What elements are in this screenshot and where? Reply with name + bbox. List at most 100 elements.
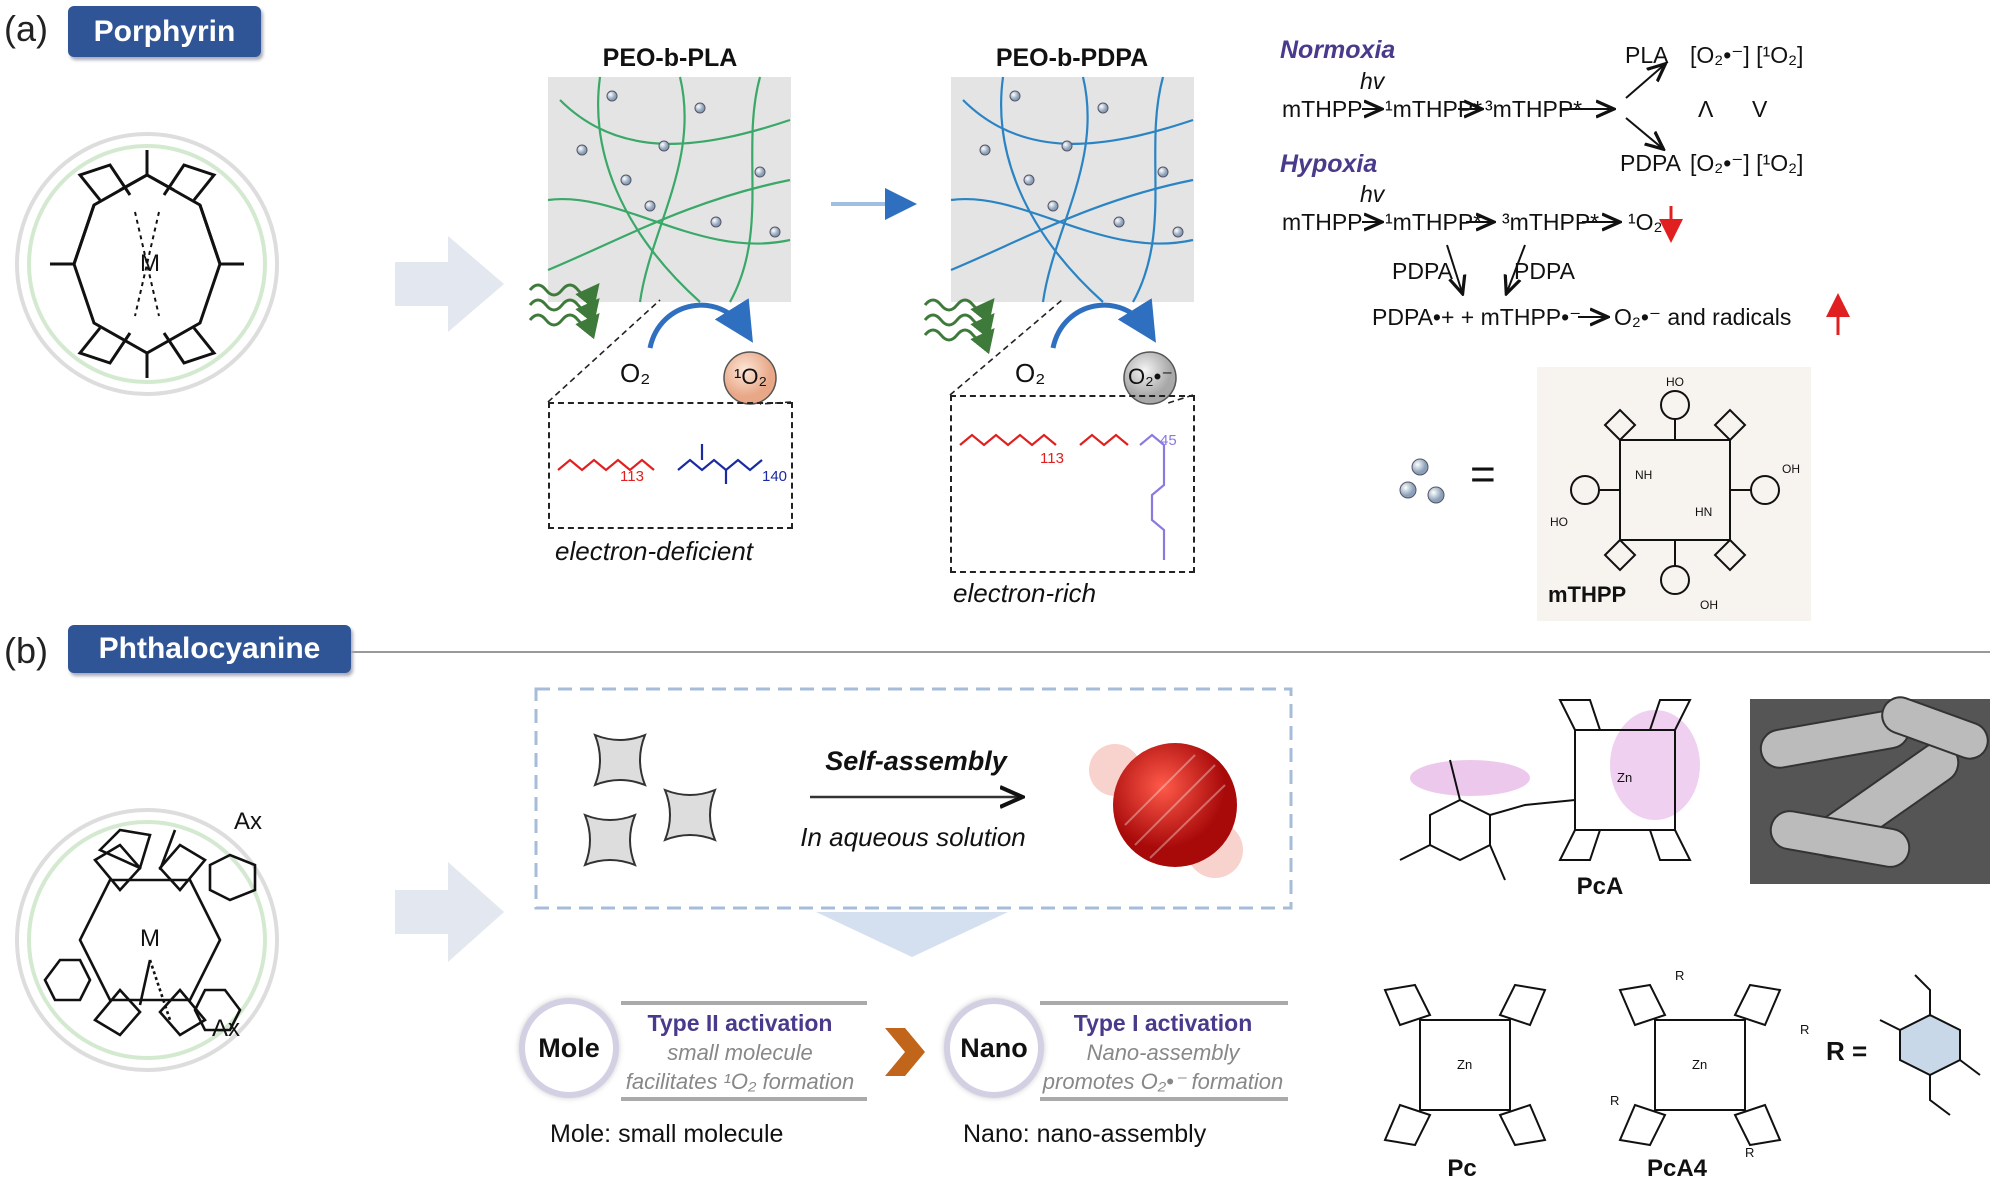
panel-a-label: (a) bbox=[4, 8, 48, 49]
self-assembly-label: Self-assembly bbox=[825, 746, 1007, 776]
pca-structure bbox=[1399, 699, 1700, 881]
pdpa-left-label: PDPA bbox=[1392, 258, 1453, 284]
superoxide-label: O₂•⁻ bbox=[1128, 364, 1173, 389]
o2-label-1: O₂ bbox=[620, 358, 651, 388]
superoxide-sphere bbox=[1123, 351, 1177, 405]
nano-legend: Nano: nano-assembly bbox=[963, 1120, 1207, 1148]
porphyrin-circle bbox=[15, 132, 279, 396]
hypoxia-mthpp: mTHPP bbox=[1282, 209, 1363, 235]
nano-top-rule bbox=[1040, 1001, 1288, 1005]
legend-equals: = bbox=[1470, 450, 1496, 499]
normoxia-singlet: ¹mTHPP* bbox=[1385, 96, 1483, 122]
pdpa-n1: 113 bbox=[1040, 450, 1064, 467]
pca4-r-top: R bbox=[1675, 968, 1685, 983]
pdpa-title: PEO-b-PDPA bbox=[995, 44, 1149, 72]
r-equals: R = bbox=[1826, 1036, 1868, 1066]
pca4-r-right: R bbox=[1800, 1022, 1810, 1037]
radicals-label: O₂•⁻ and radicals bbox=[1614, 304, 1792, 330]
pdpa-branch: PDPA bbox=[1620, 150, 1681, 176]
hypoxia-label: Hypoxia bbox=[1280, 150, 1378, 178]
normoxia-label: Normoxia bbox=[1280, 36, 1396, 64]
pca4-r-bottom: R bbox=[1745, 1145, 1755, 1160]
pdpa-right-label: PDPA bbox=[1514, 258, 1575, 284]
less-than: V bbox=[1752, 96, 1768, 122]
porphyrin-structure bbox=[50, 150, 244, 378]
hypoxia-singlet-oxygen: ¹O₂ bbox=[1628, 209, 1663, 235]
pdpa-structure-box bbox=[950, 395, 1195, 573]
mole-circle: Mole bbox=[519, 998, 619, 1098]
phthalocyanine-badge: Phthalocyanine bbox=[68, 625, 351, 673]
pc-label: Pc bbox=[1447, 1155, 1477, 1182]
hypoxia-hv: hv bbox=[1360, 181, 1385, 207]
pca-label: PcA bbox=[1576, 873, 1624, 900]
mthpp-dots bbox=[576, 90, 1184, 238]
pdpa-network bbox=[950, 76, 1194, 303]
o2-label-2: O₂ bbox=[1015, 358, 1046, 388]
chevron-icon bbox=[885, 1028, 925, 1076]
axial-top: Ax bbox=[234, 808, 263, 835]
hypoxia-singlet: ¹mTHPP* bbox=[1385, 209, 1483, 235]
pla-caption: electron-deficient bbox=[555, 536, 753, 566]
pla-title: PEO-b-PLA bbox=[602, 44, 738, 72]
atom-ho-top: HO bbox=[1666, 375, 1684, 389]
phthalocyanine-circle bbox=[15, 808, 279, 1072]
porphyrin-metal: M bbox=[140, 250, 160, 277]
mole-line2: facilitates ¹O₂ formation bbox=[625, 1069, 855, 1094]
type-i-activation: Type I activation bbox=[1073, 1010, 1253, 1036]
phthalocyanine-structure bbox=[43, 828, 257, 1037]
pla-formula bbox=[557, 444, 763, 484]
pdpa-ros: [O₂•⁻] [¹O₂] bbox=[1690, 150, 1804, 176]
nano-assembly-sphere bbox=[1113, 743, 1237, 867]
pca4-zn: Zn bbox=[1692, 1057, 1708, 1072]
mole-line1: small molecule bbox=[667, 1040, 813, 1065]
atom-hn: HN bbox=[1695, 505, 1713, 519]
nano-bottom-rule bbox=[1040, 1097, 1288, 1101]
pla-n2: 140 bbox=[762, 468, 788, 485]
panel-b-label: (b) bbox=[4, 630, 48, 671]
big-arrow-b bbox=[395, 862, 504, 962]
pla-ros: [O₂•⁻] [¹O₂] bbox=[1690, 42, 1804, 68]
pdpa-caption: electron-rich bbox=[953, 578, 1097, 608]
radical-pair: PDPA•+ + mTHPP•⁻ bbox=[1372, 304, 1582, 330]
mole-legend: Mole: small molecule bbox=[550, 1120, 784, 1148]
normoxia-triplet: ³mTHPP* bbox=[1485, 96, 1583, 122]
atom-oh-bottom: OH bbox=[1700, 598, 1718, 612]
atom-oh-right: OH bbox=[1782, 462, 1800, 476]
pdpa-formula bbox=[959, 433, 1166, 560]
pca4-label: PcA4 bbox=[1646, 1155, 1708, 1182]
normoxia-hv: hv bbox=[1360, 68, 1385, 94]
pc-structure bbox=[1383, 983, 1547, 1147]
pca4-structure bbox=[1618, 983, 1782, 1147]
pla-structure-box bbox=[548, 402, 793, 529]
singlet-oxygen-label: ¹O₂ bbox=[734, 364, 767, 389]
atom-nh: NH bbox=[1635, 468, 1653, 482]
greater-than: Λ bbox=[1698, 96, 1714, 122]
hypoxia-triplet: ³mTHPP* bbox=[1502, 209, 1600, 235]
pca-zn: Zn bbox=[1617, 770, 1633, 785]
mole-top-rule bbox=[621, 1001, 867, 1005]
mthpp-structure-label: mTHPP bbox=[1548, 582, 1627, 607]
r-group-structure bbox=[1879, 974, 1981, 1116]
legend-dots bbox=[1399, 458, 1445, 504]
nano-line2: promotes O₂•⁻ formation bbox=[1042, 1069, 1284, 1094]
pdpa-n2: 45 bbox=[1160, 432, 1177, 449]
pca4-r-left: R bbox=[1610, 1093, 1620, 1108]
axial-bottom: Ax bbox=[212, 1015, 241, 1042]
type-ii-activation: Type II activation bbox=[647, 1010, 833, 1036]
light-wave-icons bbox=[528, 282, 995, 355]
pla-branch: PLA bbox=[1625, 42, 1669, 68]
mthpp-structure bbox=[1570, 390, 1780, 595]
pc-molecule-shapes bbox=[583, 733, 717, 867]
pc-metal: M bbox=[140, 925, 160, 952]
atom-ho-left: HO bbox=[1550, 515, 1568, 529]
pc-zn: Zn bbox=[1457, 1057, 1473, 1072]
aqueous-label: In aqueous solution bbox=[800, 822, 1026, 852]
pla-n1: 113 bbox=[620, 468, 644, 485]
normoxia-mthpp: mTHPP bbox=[1282, 96, 1363, 122]
big-arrow-a bbox=[395, 236, 504, 332]
down-arrow bbox=[816, 912, 1008, 957]
mole-bottom-rule bbox=[621, 1097, 867, 1101]
nano-line1: Nano-assembly bbox=[1086, 1040, 1240, 1065]
